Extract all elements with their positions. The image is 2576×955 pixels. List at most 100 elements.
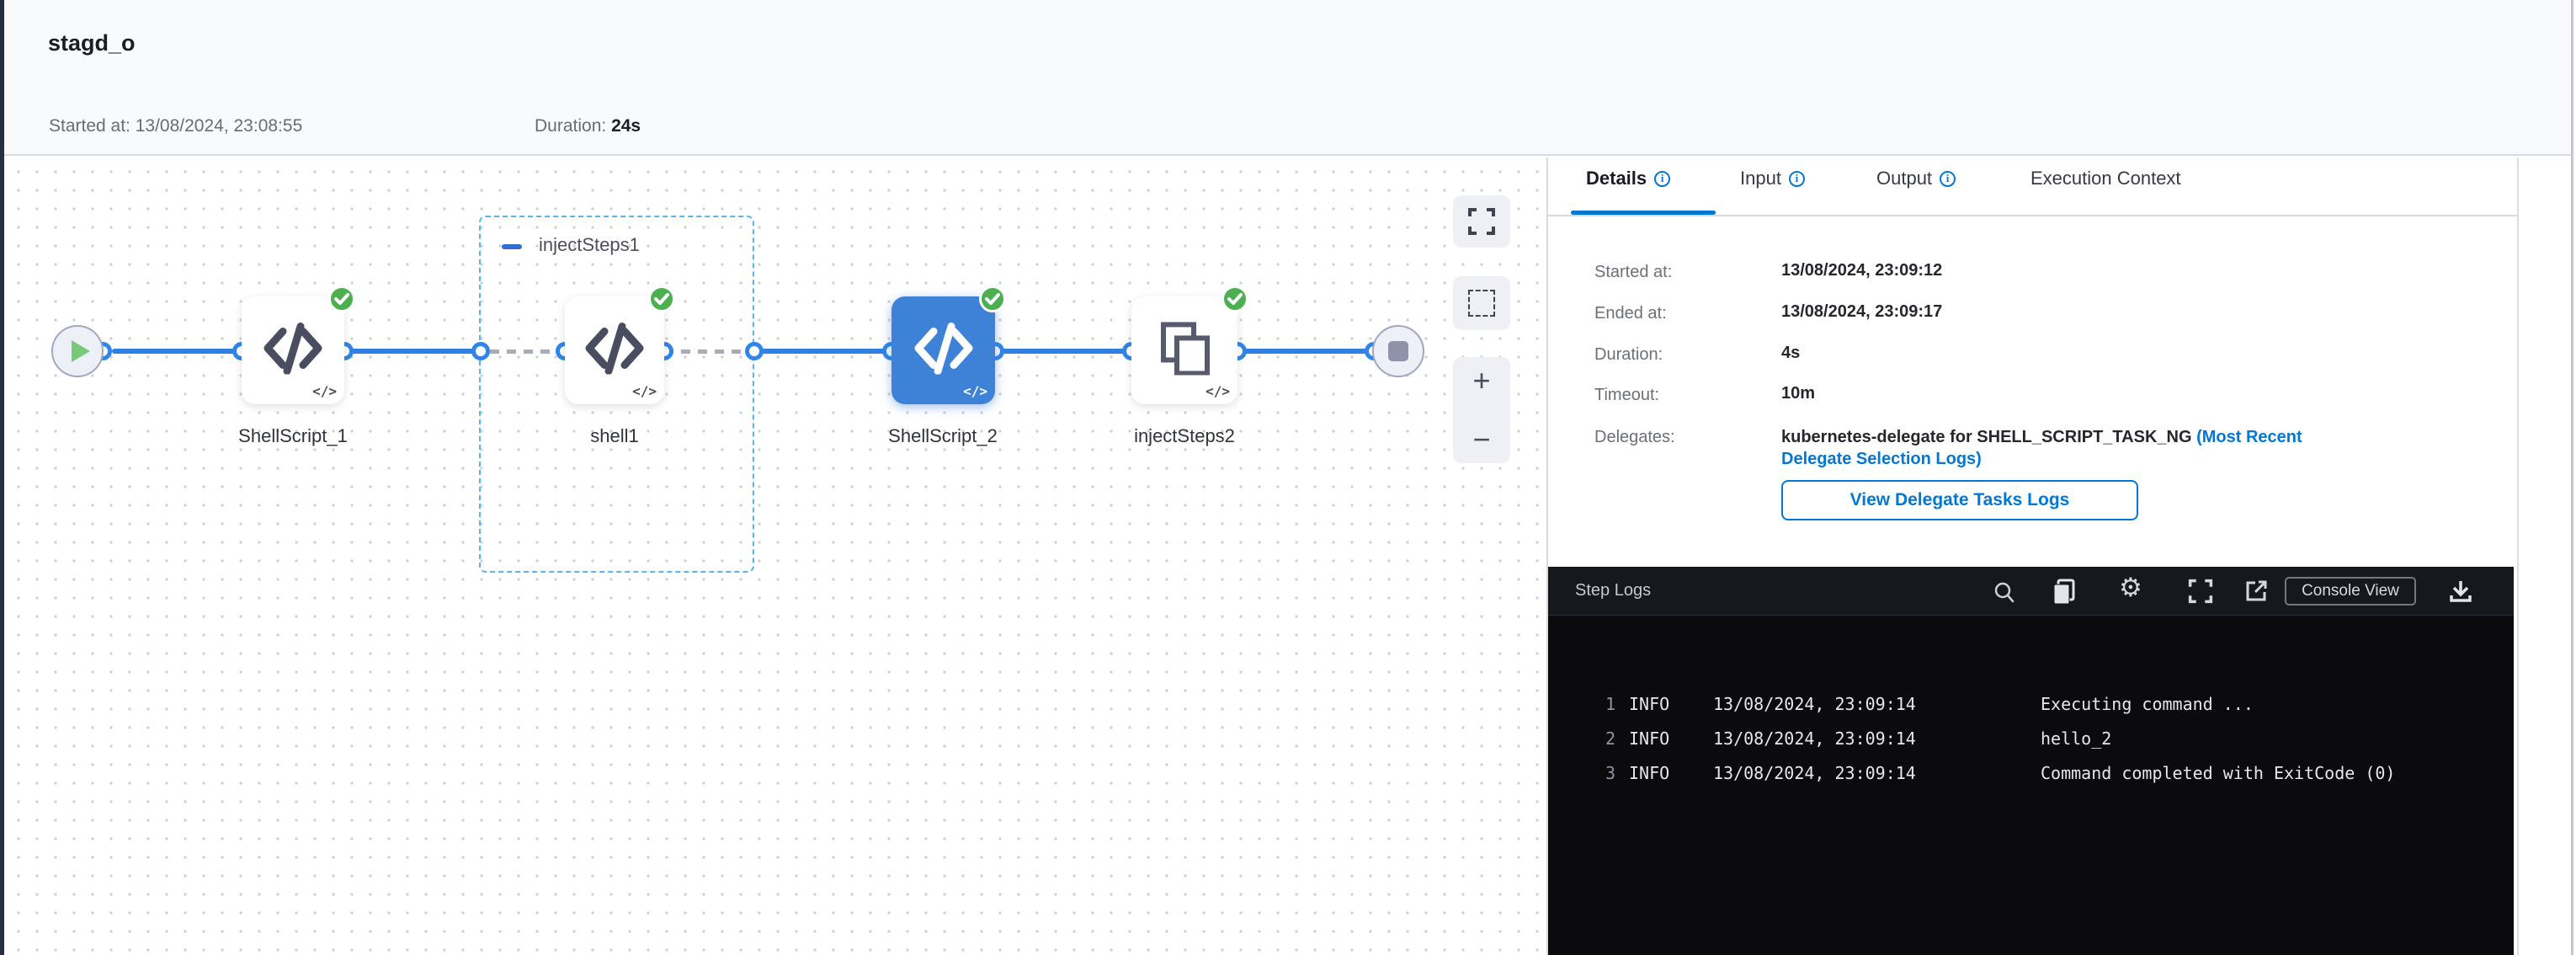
code-icon bbox=[263, 323, 322, 375]
info-icon[interactable]: i bbox=[1788, 170, 1805, 187]
duration-text: Duration: 24s bbox=[535, 116, 641, 136]
tab-label: Execution Context bbox=[2030, 168, 2181, 189]
tab-label: Input bbox=[1740, 168, 1781, 189]
tab-execution-context[interactable]: Execution Context bbox=[2030, 168, 2181, 189]
log-level: INFO bbox=[1629, 693, 1670, 714]
copy-logs-icon[interactable] bbox=[2052, 578, 2077, 605]
edge-node1-to-group bbox=[344, 349, 485, 354]
node-shellscript-1[interactable]: </> bbox=[242, 285, 355, 404]
left-nav-edge bbox=[0, 0, 4, 955]
node-label: ShellScript_2 bbox=[888, 425, 998, 446]
shell-script-mini-icon: </> bbox=[963, 383, 987, 399]
shell-script-mini-icon: </> bbox=[312, 383, 337, 399]
zoom-controls: + − bbox=[1453, 357, 1510, 463]
log-line: 2 INFO 13/08/2024, 23:09:14 hello_2 bbox=[1595, 721, 2514, 755]
zoom-in-button[interactable]: + bbox=[1472, 363, 1491, 397]
collapse-group-icon[interactable] bbox=[502, 244, 522, 249]
log-line-number: 1 bbox=[1605, 693, 1615, 714]
success-badge-icon bbox=[1221, 285, 1248, 312]
detail-label: Timeout: bbox=[1594, 386, 1660, 404]
stop-icon bbox=[1388, 341, 1408, 361]
success-badge-icon bbox=[979, 285, 1006, 312]
start-node bbox=[51, 325, 104, 377]
log-line: 1 INFO 13/08/2024, 23:09:14 Executing co… bbox=[1595, 686, 2514, 721]
tab-label: Output bbox=[1876, 168, 1933, 189]
node-injectsteps2[interactable]: </> bbox=[1131, 285, 1248, 404]
console-view-button[interactable]: Console View bbox=[2285, 577, 2416, 606]
fullscreen-icon bbox=[1468, 208, 1495, 235]
log-output: 1 INFO 13/08/2024, 23:09:14 Executing co… bbox=[1548, 616, 2514, 790]
zoom-out-button[interactable]: − bbox=[1472, 422, 1491, 456]
active-tab-underline bbox=[1571, 211, 1716, 215]
success-badge-icon bbox=[328, 285, 355, 312]
download-logs-icon[interactable] bbox=[2447, 579, 2474, 604]
detail-value: 13/08/2024, 23:09:17 bbox=[1781, 302, 1943, 321]
delegates-label: Delegates: bbox=[1594, 428, 1675, 446]
detail-value: 4s bbox=[1781, 344, 1801, 362]
edge-node3-to-node4 bbox=[995, 349, 1136, 354]
tabs-bottom-border bbox=[1548, 215, 2517, 216]
log-line: 3 INFO 13/08/2024, 23:09:14 Command comp… bbox=[1595, 755, 2514, 790]
step-group-injectSteps1 bbox=[479, 216, 754, 573]
log-line-number: 3 bbox=[1605, 762, 1615, 783]
selection-icon bbox=[1468, 290, 1495, 317]
edge-start-to-node1 bbox=[112, 349, 246, 354]
started-at-text: Started at: 13/08/2024, 23:08:55 bbox=[49, 116, 302, 136]
pipeline-canvas[interactable]: injectSteps1 bbox=[4, 157, 1546, 955]
node-label: shell1 bbox=[590, 425, 639, 446]
log-message: Executing command ... bbox=[2041, 693, 2254, 714]
selection-tool-button[interactable] bbox=[1453, 276, 1510, 330]
edge-node4-to-end bbox=[1237, 349, 1374, 354]
duration-value: 24s bbox=[611, 116, 641, 136]
detail-label: Duration: bbox=[1594, 345, 1663, 364]
fullscreen-canvas-button[interactable] bbox=[1453, 195, 1510, 248]
log-timestamp: 13/08/2024, 23:09:14 bbox=[1713, 762, 1916, 783]
connector-dot bbox=[471, 342, 490, 360]
started-at-value: 13/08/2024, 23:08:55 bbox=[135, 116, 303, 136]
search-icon[interactable] bbox=[1993, 580, 2016, 604]
delegate-name: kubernetes-delegate for SHELL_SCRIPT_TAS… bbox=[1781, 428, 2197, 446]
play-icon bbox=[72, 340, 90, 362]
open-in-new-icon[interactable] bbox=[2243, 579, 2269, 604]
log-level: INFO bbox=[1629, 728, 1670, 749]
edge-group-to-node3 bbox=[754, 349, 896, 354]
delegate-selection-logs-link[interactable]: (Most Recent Delegate Selection Logs) bbox=[1781, 428, 2302, 468]
page-right-border bbox=[2571, 0, 2573, 955]
stage-title: stagd_o bbox=[48, 30, 136, 56]
detail-label: Ended at: bbox=[1594, 304, 1667, 323]
log-message: hello_2 bbox=[2041, 728, 2112, 749]
code-icon bbox=[914, 323, 972, 375]
connector-dot bbox=[745, 342, 764, 360]
step-logs-panel: Step Logs ⚙ Console View bbox=[1548, 567, 2514, 955]
end-node bbox=[1372, 325, 1424, 377]
node-shell1[interactable]: </> bbox=[565, 285, 675, 404]
detail-value: 13/08/2024, 23:09:12 bbox=[1781, 261, 1943, 280]
panel-scrollbar[interactable] bbox=[2517, 157, 2519, 955]
log-message: Command completed with ExitCode (0) bbox=[2041, 762, 2396, 783]
shell-script-mini-icon: </> bbox=[632, 383, 657, 399]
expand-logs-icon[interactable] bbox=[2188, 579, 2213, 604]
detail-value: 10m bbox=[1781, 384, 1816, 403]
log-timestamp: 13/08/2024, 23:09:14 bbox=[1713, 728, 1916, 749]
tab-output[interactable]: Output i bbox=[1876, 168, 1956, 189]
node-label: injectSteps2 bbox=[1134, 425, 1235, 446]
settings-gear-icon[interactable]: ⚙ bbox=[2119, 573, 2142, 602]
info-icon[interactable]: i bbox=[1654, 170, 1671, 187]
node-shellscript-2-selected[interactable]: </> bbox=[891, 285, 1006, 404]
started-at-label: Started at: bbox=[49, 116, 130, 136]
info-icon[interactable]: i bbox=[1940, 170, 1956, 187]
copy-icon bbox=[1161, 322, 1210, 376]
step-logs-title: Step Logs bbox=[1575, 581, 1652, 600]
execution-header: stagd_o Started at: 13/08/2024, 23:08:55… bbox=[4, 0, 2571, 156]
panel-divider bbox=[1546, 157, 1548, 955]
view-delegate-tasks-logs-button[interactable]: View Delegate Tasks Logs bbox=[1781, 480, 2138, 520]
tab-input[interactable]: Input i bbox=[1740, 168, 1805, 189]
tab-details[interactable]: Details i bbox=[1586, 168, 1671, 189]
success-badge-icon bbox=[648, 285, 675, 312]
node-label: ShellScript_1 bbox=[238, 425, 348, 446]
code-icon bbox=[585, 323, 644, 375]
detail-label: Started at: bbox=[1594, 263, 1673, 281]
group-label: injectSteps1 bbox=[539, 234, 640, 255]
duration-label: Duration: bbox=[535, 116, 607, 136]
